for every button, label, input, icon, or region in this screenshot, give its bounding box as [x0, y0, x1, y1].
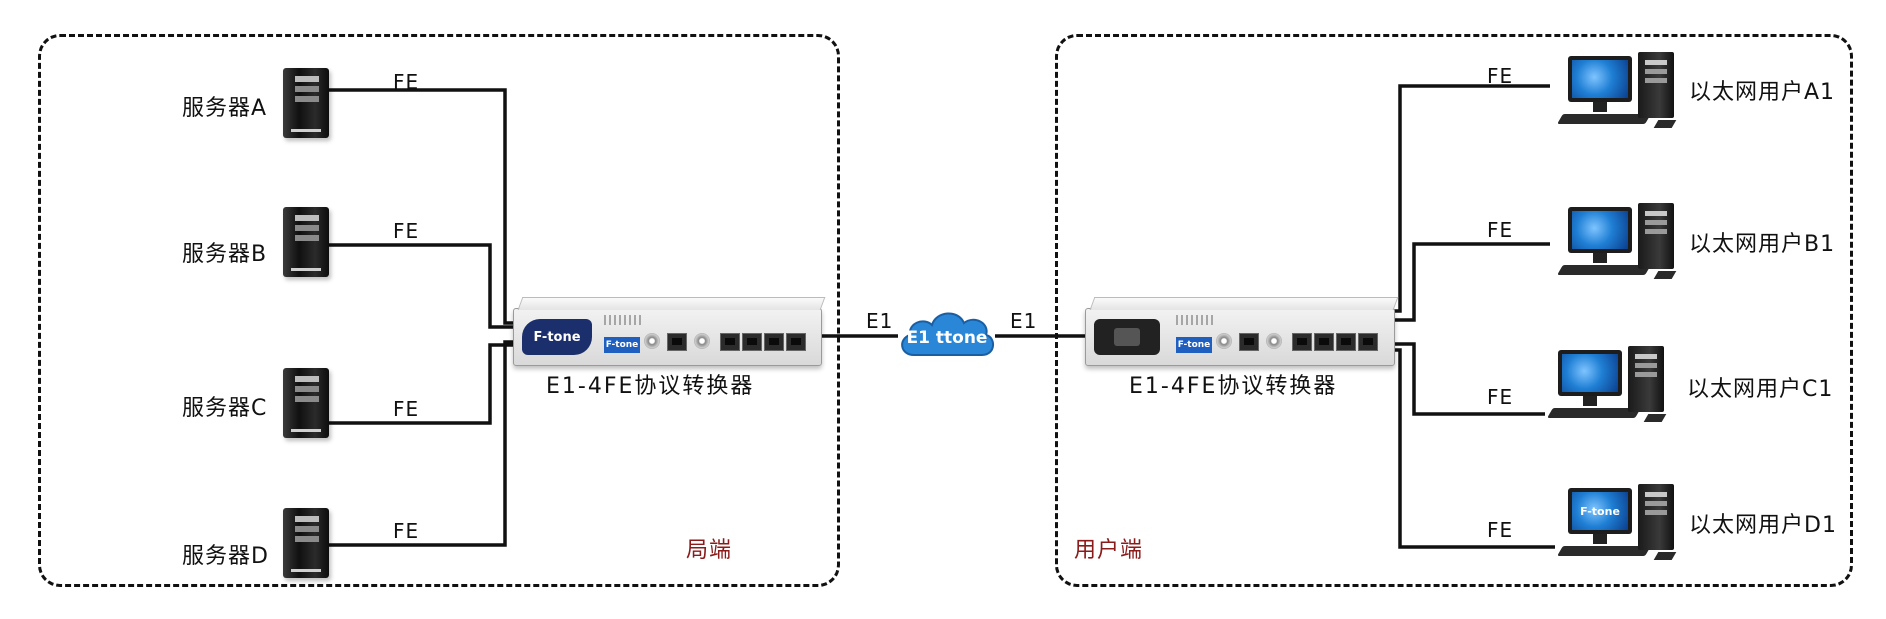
central-office-region — [38, 34, 840, 587]
fe-link-label-c: FE — [393, 397, 420, 421]
converter-brand-badge: F-tone — [522, 319, 592, 355]
ethernet-port-icon — [786, 333, 806, 351]
fe-link-label-d1: FE — [1487, 518, 1514, 542]
right-protocol-converter: F-tone — [1085, 297, 1399, 366]
wire-server-c — [325, 343, 513, 425]
bnc-port-icon — [1266, 333, 1282, 349]
wire-server-d — [325, 340, 513, 547]
server-c-tower-icon — [283, 368, 329, 438]
left-converter-label: E1-4FE协议转换器 — [546, 374, 755, 399]
server-label-d: 服务器D — [182, 544, 269, 569]
server-b-tower-icon — [283, 207, 329, 277]
server-a-tower-icon — [283, 68, 329, 138]
fe-link-label-d: FE — [393, 519, 420, 543]
ethernet-port-icon — [1336, 333, 1356, 351]
wire-server-b — [325, 243, 513, 329]
console-port-icon — [1239, 333, 1259, 351]
user-c1-computer-icon — [1547, 346, 1680, 436]
power-socket-icon — [1094, 319, 1160, 355]
fe-link-label-b1: FE — [1487, 218, 1514, 242]
ethernet-port-icon — [720, 333, 740, 351]
bnc-port-icon — [694, 333, 710, 349]
wire-user-d1 — [1393, 348, 1555, 549]
wire-server-a — [325, 88, 513, 325]
user-d1-computer-icon: F-tone — [1557, 484, 1690, 574]
ethernet-port-icon — [1314, 333, 1334, 351]
ethernet-port-icon — [764, 333, 784, 351]
server-label-b: 服务器B — [182, 242, 268, 267]
fe-link-label-c1: FE — [1487, 385, 1514, 409]
e1-network-cloud-icon: E1 ttone — [901, 312, 994, 356]
cloud-label: E1 ttone — [907, 328, 988, 348]
left-protocol-converter: F-tone F-tone — [513, 297, 826, 366]
central-office-title: 局端 — [686, 538, 733, 563]
fe-link-label-a1: FE — [1487, 64, 1514, 88]
ethernet-port-icon — [1358, 333, 1378, 351]
console-port-icon — [667, 333, 687, 351]
e1-label-right: E1 — [1010, 309, 1038, 333]
wire-user-a1 — [1393, 84, 1550, 313]
user-label-d1: 以太网用户D1 — [1689, 513, 1837, 538]
user-side-region — [1055, 34, 1853, 587]
user-side-title: 用户端 — [1074, 538, 1144, 563]
user-label-c1: 以太网用户C1 — [1687, 377, 1834, 402]
ethernet-port-icon — [742, 333, 762, 351]
fe-link-label-b: FE — [393, 219, 420, 243]
server-label-a: 服务器A — [182, 96, 268, 121]
user-b1-computer-icon — [1557, 203, 1690, 293]
e1-label-left: E1 — [866, 309, 894, 333]
converter-mini-brand: F-tone — [604, 337, 640, 353]
wire-user-b1 — [1393, 242, 1550, 322]
server-label-c: 服务器C — [182, 396, 268, 421]
fe-link-label-a: FE — [393, 70, 420, 94]
user-screen-brand: F-tone — [1572, 492, 1628, 530]
server-d-tower-icon — [283, 508, 329, 578]
bnc-port-icon — [1216, 333, 1232, 349]
right-converter-label: E1-4FE协议转换器 — [1129, 374, 1338, 399]
user-a1-computer-icon — [1557, 52, 1690, 142]
wire-user-c1 — [1393, 342, 1545, 416]
user-label-b1: 以太网用户B1 — [1689, 232, 1836, 257]
converter-mini-brand: F-tone — [1176, 337, 1212, 353]
ethernet-port-icon — [1292, 333, 1312, 351]
user-label-a1: 以太网用户A1 — [1689, 80, 1836, 105]
bnc-port-icon — [644, 333, 660, 349]
